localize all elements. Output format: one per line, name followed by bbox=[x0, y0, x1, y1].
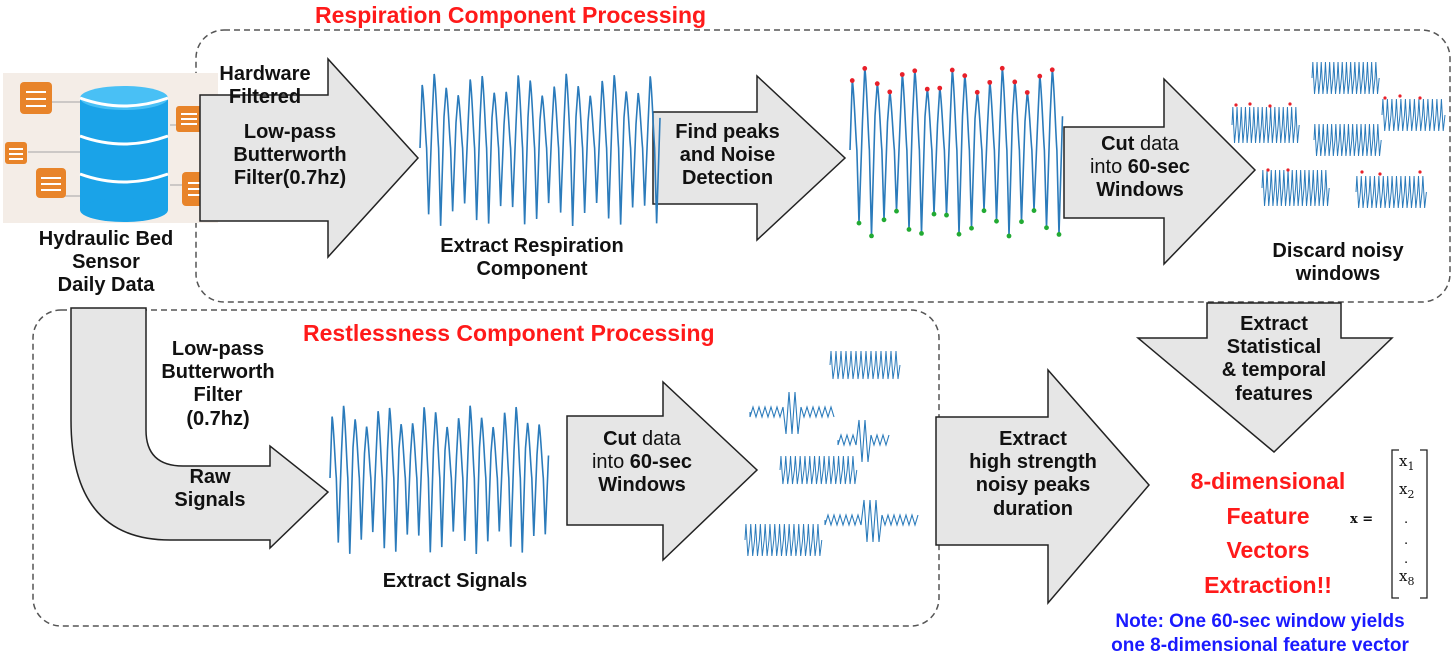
noisy-peaks-arrow bbox=[935, 368, 1150, 606]
respiration-cut-arrow bbox=[1063, 77, 1257, 266]
window-peak-marker bbox=[1418, 96, 1422, 100]
detected-trough-marker bbox=[969, 225, 974, 231]
restlessness-cut-label: Cut data into 60-sec Windows bbox=[591, 428, 693, 497]
detected-trough-marker bbox=[894, 208, 899, 214]
detected-trough-marker bbox=[906, 227, 912, 232]
detected-trough-marker bbox=[981, 208, 987, 214]
window-peak-marker bbox=[1288, 102, 1292, 106]
detected-trough-marker bbox=[1031, 208, 1037, 213]
respiration-filter-arrow bbox=[199, 57, 420, 259]
vector-bracket-right bbox=[1420, 449, 1428, 599]
vector-element-2: x2 bbox=[1399, 480, 1415, 501]
detected-peak-marker bbox=[924, 86, 930, 92]
window-peak-marker bbox=[1383, 96, 1387, 100]
detected-peak-marker bbox=[1012, 79, 1018, 85]
vector-dot-1: . bbox=[1404, 510, 1409, 527]
respiration-cut-label: Cut data into 60-sec Windows bbox=[1089, 133, 1191, 202]
extract-signals-caption: Extract Signals bbox=[382, 570, 528, 592]
detected-trough-marker bbox=[956, 231, 962, 237]
respiration-section-title: Respiration Component Processing bbox=[315, 2, 707, 28]
window-thumbnail bbox=[1381, 98, 1446, 132]
detected-trough-marker bbox=[869, 233, 874, 239]
window-peak-marker bbox=[1268, 104, 1272, 108]
detected-peak-marker bbox=[912, 68, 918, 74]
window-thumbnail bbox=[1261, 169, 1330, 207]
restless-window-thumbnail bbox=[829, 350, 901, 380]
restlessness-section-title: Restlessness Component Processing bbox=[303, 320, 715, 346]
restless-window-thumbnail bbox=[779, 455, 858, 485]
detected-peak-marker bbox=[1037, 73, 1043, 79]
detected-trough-marker bbox=[944, 212, 949, 218]
noisy-window-thumbnail bbox=[837, 419, 890, 463]
window-thumbnail bbox=[1231, 106, 1300, 144]
respiration-component-waveform bbox=[419, 73, 661, 227]
detected-trough-marker bbox=[919, 231, 924, 236]
peak-detection-waveform bbox=[849, 68, 1064, 237]
detected-peak-marker bbox=[1024, 90, 1030, 95]
detected-trough-marker bbox=[1006, 233, 1012, 239]
detected-peak-marker bbox=[887, 89, 893, 95]
detected-peak-marker bbox=[899, 72, 905, 77]
detected-trough-marker bbox=[856, 220, 862, 226]
restlessness-cut-arrow bbox=[566, 380, 759, 562]
restless-window-thumbnail bbox=[744, 523, 823, 557]
vector-dot-2: . bbox=[1404, 531, 1409, 548]
detected-peak-marker bbox=[874, 81, 880, 87]
detected-trough-marker bbox=[881, 217, 887, 223]
detected-peak-marker bbox=[1049, 67, 1055, 73]
find-peaks-arrow bbox=[652, 74, 847, 242]
vector-lhs: x = bbox=[1350, 512, 1374, 527]
extract-signals-waveform bbox=[329, 405, 550, 555]
noisy-window-thumbnail bbox=[749, 391, 835, 435]
window-peak-marker bbox=[1248, 102, 1252, 106]
raw-signals-curved-arrow bbox=[70, 307, 330, 550]
detected-peak-marker bbox=[862, 66, 868, 71]
detected-peak-marker bbox=[937, 85, 943, 91]
window-peak-marker bbox=[1418, 170, 1422, 174]
window-peak-marker bbox=[1266, 168, 1270, 172]
detected-peak-marker bbox=[949, 67, 955, 73]
window-thumbnail bbox=[1355, 175, 1427, 209]
detected-peak-marker bbox=[849, 78, 855, 83]
detected-trough-marker bbox=[931, 211, 937, 217]
noisy-window-thumbnail bbox=[824, 499, 919, 543]
window-peak-marker bbox=[1360, 170, 1364, 174]
extract-features-down-arrow bbox=[1135, 302, 1394, 454]
detected-peak-marker bbox=[974, 89, 980, 95]
detected-trough-marker bbox=[1044, 225, 1049, 231]
detected-trough-marker bbox=[1056, 232, 1062, 237]
vector-dot-3: . bbox=[1404, 550, 1409, 567]
detected-peak-marker bbox=[962, 73, 968, 79]
vector-element-1: x1 bbox=[1399, 452, 1415, 473]
vector-bracket-left bbox=[1391, 449, 1399, 599]
vector-element-8: x8 bbox=[1399, 567, 1415, 588]
window-peak-marker bbox=[1234, 103, 1238, 107]
detected-peak-marker bbox=[999, 65, 1005, 71]
window-peak-marker bbox=[1378, 172, 1382, 176]
window-thumbnail bbox=[1311, 61, 1380, 95]
detected-trough-marker bbox=[1019, 219, 1024, 225]
detected-peak-marker bbox=[987, 79, 993, 85]
window-peak-marker bbox=[1286, 168, 1290, 172]
database-icon bbox=[3, 73, 218, 223]
detected-trough-marker bbox=[994, 218, 999, 224]
window-peak-marker bbox=[1398, 94, 1402, 98]
window-thumbnail bbox=[1313, 123, 1382, 157]
